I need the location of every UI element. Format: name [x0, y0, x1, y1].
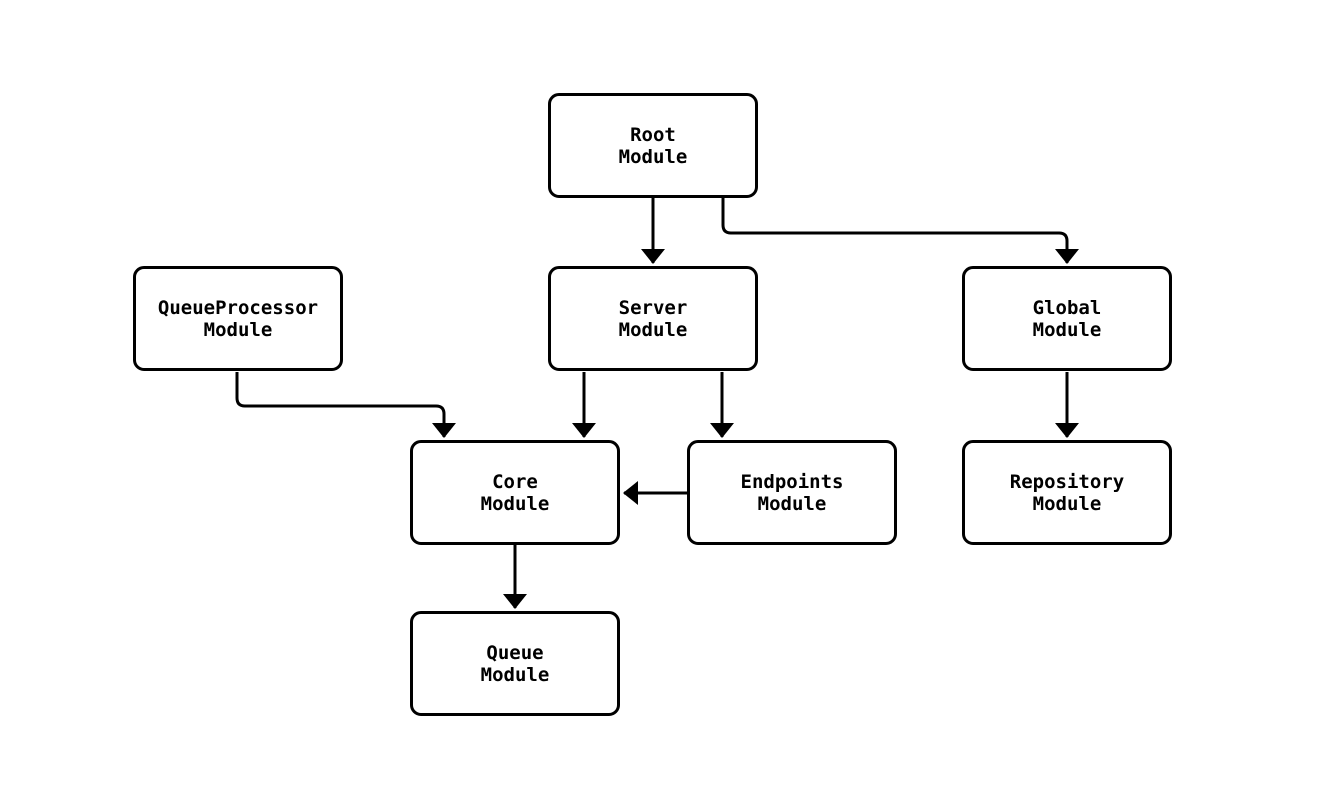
node-core-module: Core Module [410, 440, 620, 545]
node-global-module-label: Global Module [1032, 296, 1102, 341]
node-queueprocessor-module: QueueProcessor Module [133, 266, 343, 371]
node-core-module-label: Core Module [480, 470, 550, 515]
node-server-module-label: Server Module [618, 296, 688, 341]
node-queue-module-label: Queue Module [480, 641, 550, 686]
node-repository-module: Repository Module [962, 440, 1172, 545]
node-endpoints-module-label: Endpoints Module [740, 470, 844, 515]
edge-queueprocessor-to-core [235, 372, 456, 438]
node-queue-module: Queue Module [410, 611, 620, 716]
node-root-module-label: Root Module [618, 123, 688, 168]
edge-root-to-global [721, 198, 1079, 264]
node-global-module: Global Module [962, 266, 1172, 371]
node-endpoints-module: Endpoints Module [687, 440, 897, 545]
node-root-module: Root Module [548, 93, 758, 198]
node-repository-module-label: Repository Module [1009, 470, 1125, 515]
node-server-module: Server Module [548, 266, 758, 371]
node-queueprocessor-module-label: QueueProcessor Module [157, 296, 319, 341]
